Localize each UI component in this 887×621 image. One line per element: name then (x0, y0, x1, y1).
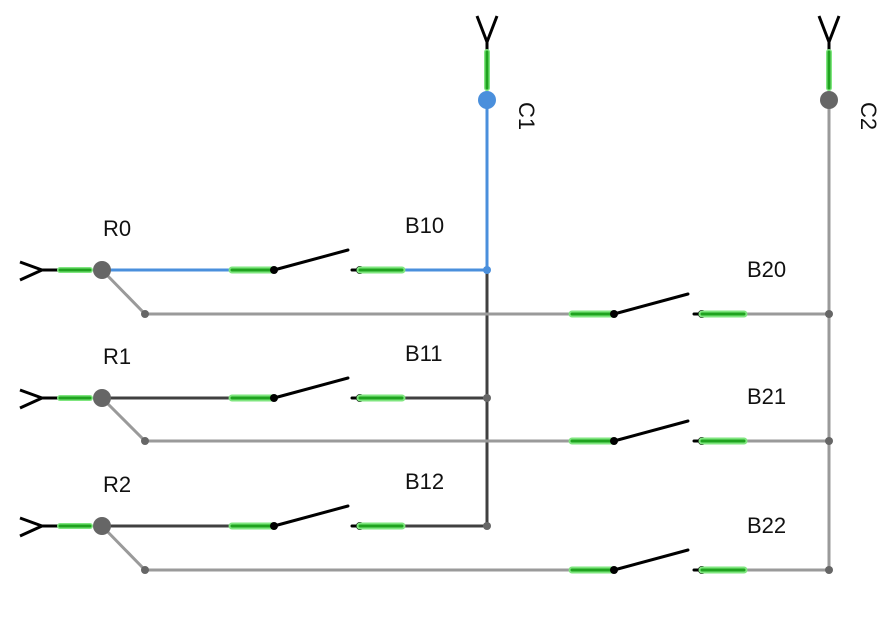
row-0-input-terminal (19, 260, 44, 282)
contacts-layer (228, 248, 748, 574)
column-1-output-terminal (817, 15, 841, 44)
switch-b22-label: B22 (747, 513, 786, 538)
row-0-label: R0 (103, 216, 131, 241)
column-0-label: C1 (514, 102, 539, 130)
switch-b11-blade (272, 376, 350, 400)
switch-b10-label: B10 (405, 213, 444, 238)
row-0-node (93, 261, 111, 279)
column-1-node (820, 91, 838, 109)
switch-b20-label: B20 (747, 257, 786, 282)
switch-b12-blade (272, 504, 350, 528)
row-2-split-junction (141, 566, 149, 574)
switch-b22-blade (612, 548, 690, 572)
row-1-split-junction (141, 437, 149, 445)
switch-b10-blade (272, 248, 350, 272)
switch-b21-label: B21 (747, 384, 786, 409)
column-1-label: C2 (856, 102, 881, 130)
switch-b21-blade (612, 419, 690, 443)
row-2-node (93, 517, 111, 535)
column-0-output-terminal (475, 15, 499, 44)
switch-b20-column-junction (825, 310, 833, 318)
row-0-branch-diagonal (100, 268, 147, 316)
switch-b20-blade (612, 292, 690, 316)
switch-b11-label: B11 (405, 341, 443, 366)
switch-b10-column-junction (483, 266, 491, 274)
switch-b11-column-junction (483, 394, 491, 402)
row-1-branch-diagonal (100, 396, 147, 443)
column-0-node (478, 91, 496, 109)
switch-b22-column-junction (825, 566, 833, 574)
switch-b12-label: B12 (405, 469, 444, 494)
wires-layer (19, 15, 841, 572)
row-0-split-junction (141, 310, 149, 318)
row-2-input-terminal (19, 516, 44, 538)
row-1-input-terminal (19, 388, 44, 410)
switch-b12-column-junction (483, 522, 491, 530)
nodes-layer (93, 91, 838, 574)
switch-b21-column-junction (825, 437, 833, 445)
row-1-label: R1 (103, 344, 131, 369)
row-1-node (93, 389, 111, 407)
row-2-branch-diagonal (100, 524, 147, 572)
row-2-label: R2 (103, 472, 131, 497)
